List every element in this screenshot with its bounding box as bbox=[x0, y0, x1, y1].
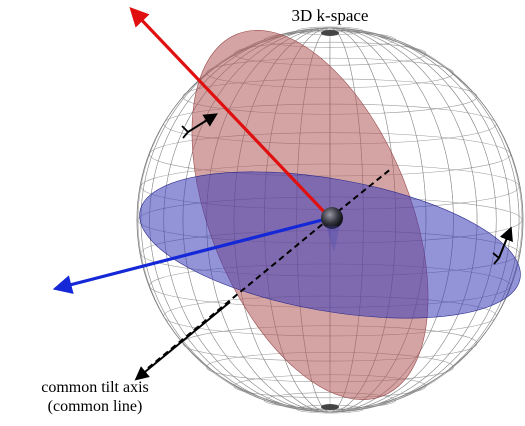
origin-shadow bbox=[326, 226, 340, 252]
rotation-arrow-blue-plane bbox=[492, 226, 513, 265]
blue-plane-normal-arrow bbox=[52, 216, 331, 294]
blue-plane bbox=[139, 171, 521, 319]
tilt-axis-dashed bbox=[329, 167, 393, 219]
origin-sphere bbox=[321, 207, 343, 229]
tilt-axis-arrow bbox=[134, 301, 231, 381]
diagram-title: 3D k-space bbox=[292, 6, 369, 25]
south-pole-mark bbox=[321, 404, 339, 410]
north-pole-mark bbox=[321, 30, 339, 36]
tilt-axis-label-line1: common tilt axis bbox=[41, 379, 149, 396]
red-plane-normal-arrow bbox=[129, 7, 332, 220]
rotation-arrow-red-plane bbox=[181, 113, 218, 139]
tilt-axis-label-line2: (common line) bbox=[48, 398, 143, 415]
